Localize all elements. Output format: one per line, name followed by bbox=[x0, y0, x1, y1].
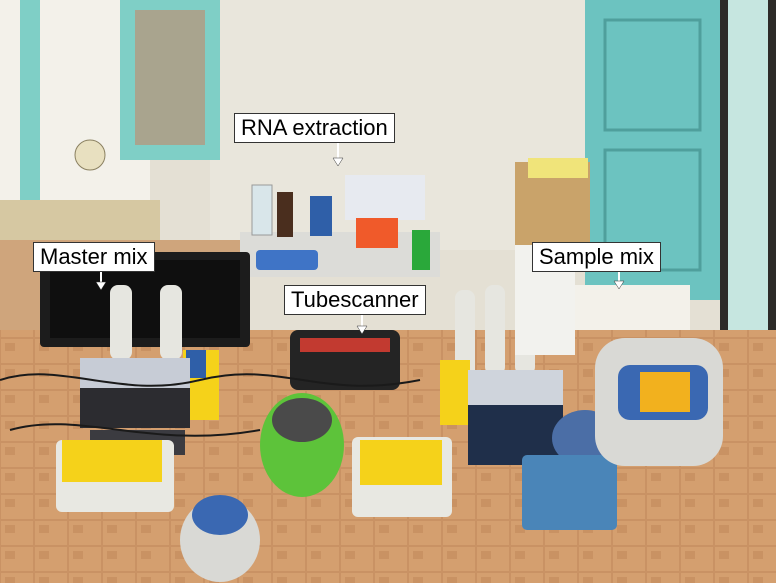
label-tubescanner: Tubescanner bbox=[284, 285, 426, 315]
glove-box bbox=[575, 285, 690, 330]
cables bbox=[0, 373, 421, 387]
arrow-master bbox=[95, 281, 107, 291]
bottle-brown bbox=[277, 192, 293, 237]
blue-device bbox=[310, 196, 332, 236]
pipette bbox=[110, 285, 132, 360]
arrow-sample bbox=[613, 280, 625, 290]
pipette bbox=[455, 290, 475, 380]
tube-rack-blue bbox=[522, 455, 617, 530]
tissue-bag bbox=[345, 175, 425, 220]
window-sill bbox=[0, 200, 160, 240]
arrow-tubescanner bbox=[356, 325, 368, 335]
arrow-rna bbox=[332, 157, 344, 167]
pipette bbox=[160, 285, 182, 360]
window-frame bbox=[20, 0, 40, 230]
green-box bbox=[412, 230, 430, 270]
label-sample-mix: Sample mix bbox=[532, 242, 661, 272]
label-rna-extraction: RNA extraction bbox=[234, 113, 395, 143]
blue-rack bbox=[256, 250, 318, 270]
label-master-mix: Master mix bbox=[33, 242, 155, 272]
pipette bbox=[485, 285, 505, 375]
yellow-tube-holder bbox=[440, 360, 470, 425]
bottle-clear bbox=[251, 184, 273, 236]
rna-rack-red bbox=[356, 218, 398, 248]
